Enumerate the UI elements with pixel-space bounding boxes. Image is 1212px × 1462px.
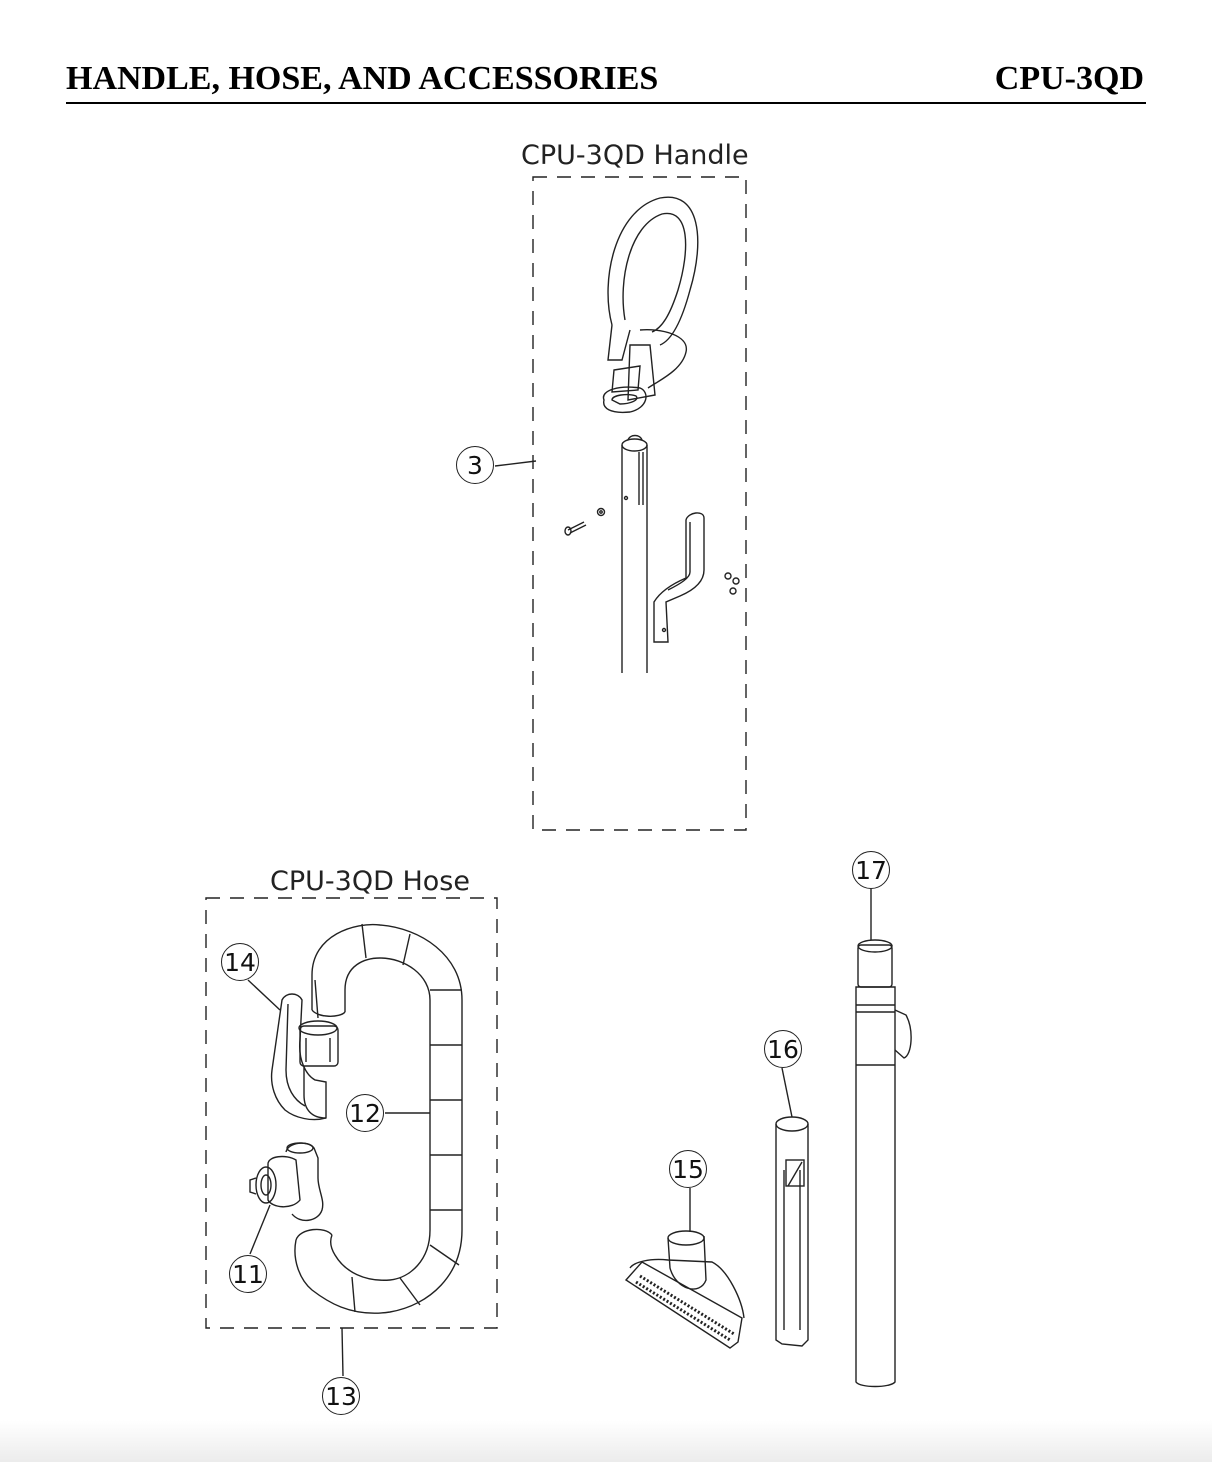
section-title: HANDLE, HOSE, AND ACCESSORIES <box>66 60 659 97</box>
callout-17: 17 <box>852 851 890 889</box>
callout-13: 13 <box>322 1377 360 1415</box>
callout-12: 12 <box>346 1094 384 1132</box>
hose-group-box <box>205 897 498 1329</box>
handle-group-title: CPU-3QD Handle <box>518 142 752 169</box>
extension-wand-part <box>855 939 912 1388</box>
handle-group-box <box>532 176 747 831</box>
swivel-connector-part <box>249 1142 324 1221</box>
callout-15: 15 <box>669 1150 707 1188</box>
crevice-tool-part <box>775 1116 809 1347</box>
callout-16: 16 <box>764 1030 802 1068</box>
cord-hook-part <box>653 512 740 643</box>
header-underline <box>66 102 1146 104</box>
page-bottom-shade <box>0 1420 1212 1462</box>
hose-part <box>294 923 463 1314</box>
handle-tube-part <box>621 434 648 673</box>
callout-3: 3 <box>456 446 494 484</box>
callout-14: 14 <box>221 943 259 981</box>
dusting-brush-part <box>624 1230 745 1349</box>
model-number: CPU-3QD <box>994 60 1144 97</box>
hose-group-title: CPU-3QD Hose <box>267 868 473 895</box>
callout-11: 11 <box>229 1255 267 1293</box>
screw-and-washer-part <box>564 507 606 536</box>
handle-grip-part <box>602 196 699 414</box>
hose-cuff-part <box>270 993 339 1121</box>
